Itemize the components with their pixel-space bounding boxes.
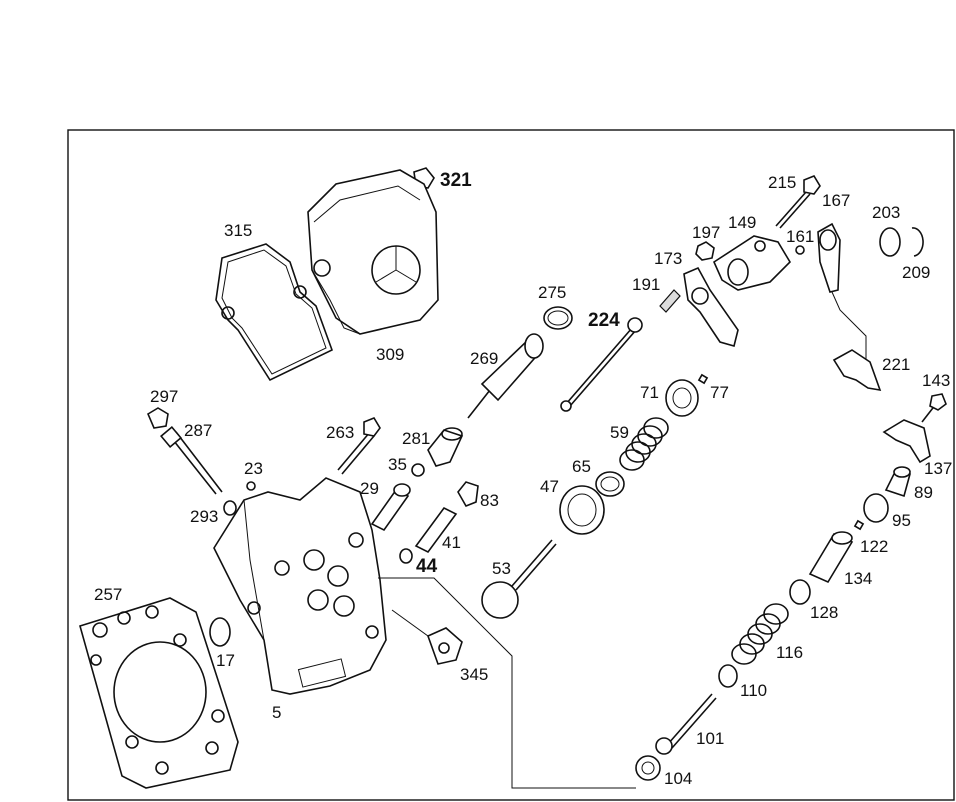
part-77-key [697, 373, 709, 385]
part-197-nut [695, 241, 715, 261]
label-128: 128 [810, 603, 838, 622]
part-104-seat [635, 755, 661, 781]
part-83-seal [457, 481, 479, 508]
part-95-ring [863, 493, 889, 523]
part-149-bracket [712, 235, 792, 291]
label-161: 161 [786, 227, 814, 246]
part-65-ring [595, 471, 625, 497]
label-89: 89 [914, 483, 933, 502]
label-116: 116 [776, 643, 803, 662]
label-95: 95 [892, 511, 911, 530]
part-215-bolt [775, 175, 821, 229]
part-35-ring [411, 463, 425, 477]
part-44-ring [399, 548, 413, 564]
label-345: 345 [460, 665, 488, 684]
part-257-head-gasket [79, 597, 239, 789]
part-315-gasket [215, 243, 333, 382]
label-122: 122 [860, 537, 888, 556]
label-224: 224 [588, 310, 620, 331]
part-275-ring [543, 306, 573, 330]
label-257: 257 [94, 585, 122, 604]
diagram-frame [67, 129, 955, 801]
part-122-key [853, 519, 865, 531]
part-269-injector [467, 333, 544, 419]
label-47: 47 [540, 477, 559, 496]
label-297: 297 [150, 387, 178, 406]
label-215: 215 [768, 173, 796, 192]
part-110-seal [718, 664, 738, 688]
label-71: 71 [640, 383, 659, 402]
label-197: 197 [692, 223, 720, 242]
label-41: 41 [442, 533, 461, 552]
label-44: 44 [416, 556, 438, 577]
label-137: 137 [924, 459, 952, 478]
label-77: 77 [710, 383, 729, 402]
label-59: 59 [610, 423, 629, 442]
label-281: 281 [402, 429, 430, 448]
label-104: 104 [664, 769, 692, 788]
part-293-ring [223, 500, 237, 516]
label-143: 143 [922, 371, 950, 390]
label-23: 23 [244, 459, 263, 478]
label-263: 263 [326, 423, 354, 442]
label-167: 167 [822, 191, 850, 210]
label-315: 315 [224, 221, 252, 240]
label-309: 309 [376, 345, 404, 364]
part-5-cylinder-head [213, 477, 387, 695]
label-5: 5 [272, 703, 281, 722]
part-224-pushrod [560, 317, 643, 412]
part-17-sleeve [209, 617, 231, 647]
label-35: 35 [388, 455, 407, 474]
label-269: 269 [470, 349, 498, 368]
part-59-spring [619, 417, 669, 471]
part-221-bridge [831, 291, 882, 392]
label-191: 191 [632, 275, 660, 294]
part-173-rocker [683, 266, 739, 347]
part-203-ring [879, 227, 901, 257]
part-345-plate [426, 627, 463, 665]
label-134: 134 [844, 569, 872, 588]
part-137-bridge [882, 419, 931, 464]
label-275: 275 [538, 283, 566, 302]
label-173: 173 [654, 249, 682, 268]
label-293: 293 [190, 507, 218, 526]
label-221: 221 [882, 355, 910, 374]
part-89-seal [884, 466, 911, 498]
part-116-spring [731, 603, 789, 665]
leader-line-104 [378, 577, 636, 789]
part-143-bolt [921, 393, 947, 423]
label-203: 203 [872, 203, 900, 222]
part-41-guide [414, 506, 458, 554]
label-110: 110 [740, 681, 767, 700]
label-17: 17 [216, 651, 235, 670]
label-101: 101 [696, 729, 724, 748]
part-287-sleeve [160, 426, 223, 495]
part-191-screw [659, 289, 681, 313]
part-297-plug [146, 407, 169, 429]
part-167-rocker [817, 222, 841, 293]
label-65: 65 [572, 457, 591, 476]
part-281-sleeve [427, 427, 464, 467]
part-209-circlip [911, 227, 924, 257]
part-29-guide [370, 483, 411, 532]
label-287: 287 [184, 421, 212, 440]
label-53: 53 [492, 559, 511, 578]
part-53-valve [481, 539, 557, 619]
part-101-valve [655, 693, 717, 755]
leader-line-345 [391, 609, 429, 637]
part-309-cover [307, 169, 439, 335]
label-83: 83 [480, 491, 499, 510]
part-161-ball [795, 245, 805, 255]
label-321: 321 [440, 170, 472, 191]
part-23-ring [246, 481, 256, 491]
label-209: 209 [902, 263, 930, 282]
part-47-seat-ring [559, 485, 605, 535]
part-134-guide [808, 531, 854, 584]
label-149: 149 [728, 213, 756, 232]
part-263-bolt [337, 417, 381, 475]
part-71-spring-cap [665, 379, 699, 417]
label-29: 29 [360, 479, 379, 498]
part-128-cap [789, 579, 811, 605]
